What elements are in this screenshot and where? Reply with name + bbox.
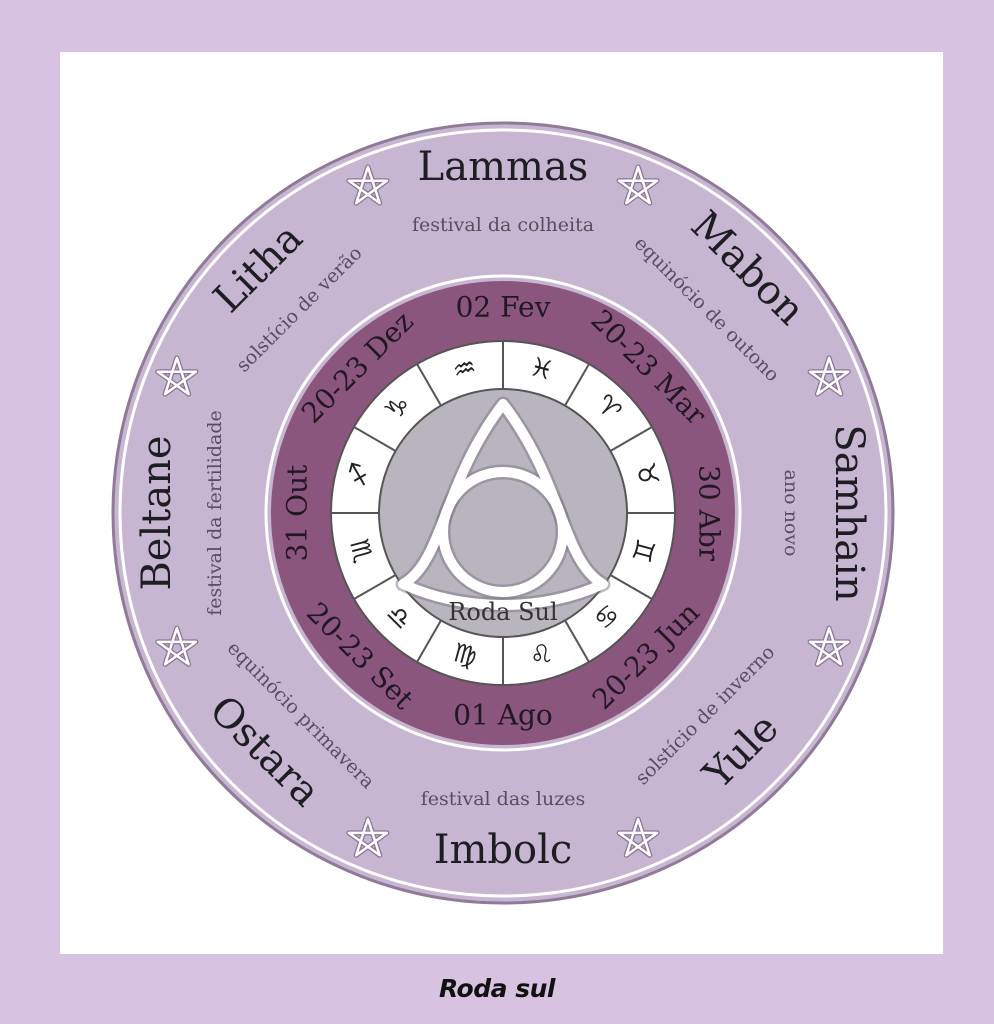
pentagram-star-icon [807,355,851,397]
date-label-02-fev: 02 Fev [456,291,551,324]
pentagram-star-icon [616,816,660,858]
image-caption: Roda sul [439,974,555,1003]
pentagram-star-icon [616,164,660,206]
pentagram-star-icon [346,164,390,206]
festival-name-samhain: Samhain [826,424,872,601]
festival-name-beltane: Beltane [134,435,180,590]
zodiac-dividers [331,341,675,685]
festival-name-lammas: Lammas [418,144,589,190]
zodiac-divider [353,426,397,452]
date-label-30-abr: 30 Abr [693,465,726,562]
zodiac-divider [353,574,397,600]
zodiac-divider [564,363,590,407]
date-label-31-out: 31 Out [281,464,314,562]
pentagram-star-icon [807,625,851,667]
center-title: Roda Sul [448,598,557,626]
festival-description-lammas: festival da colheita [412,214,594,236]
pentagram-star-icon [346,816,390,858]
center-disc [378,388,628,638]
triquetra-icon [395,396,611,613]
festival-description-samhain: ano novo [780,470,802,557]
festival-description-beltane: festival da fertilidade [204,410,226,616]
festival-description-imbolc: festival das luzes [421,788,586,810]
outer-ring-border [118,128,888,898]
inner-ring-border [264,274,742,752]
zodiac-divider [564,619,590,663]
pentagram-star-icon [155,625,199,667]
zodiac-divider [416,363,442,407]
zodiac-divider [609,426,653,452]
festival-name-imbolc: Imbolc [434,827,573,873]
zodiac-divider [609,574,653,600]
date-label-01-ago: 01 Ago [453,699,553,732]
pentagram-stars [155,164,851,858]
pentagram-star-icon [155,355,199,397]
zodiac-divider [416,619,442,663]
